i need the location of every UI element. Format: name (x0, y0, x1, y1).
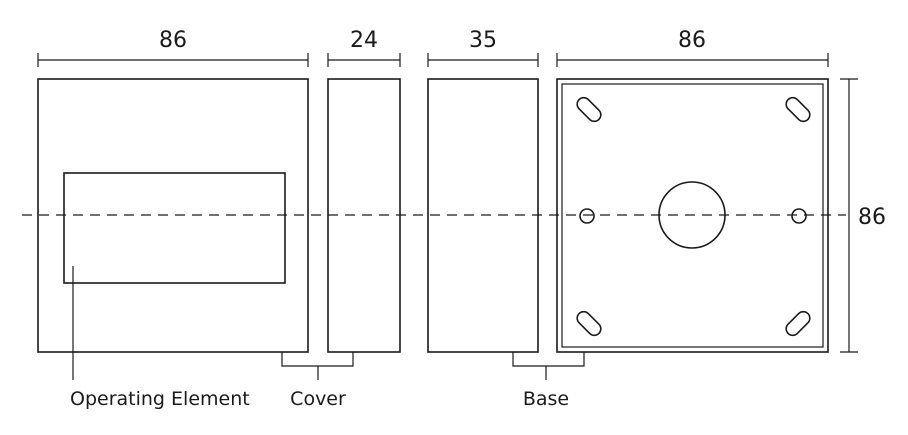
dim-label-base-depth: 35 (469, 28, 497, 53)
cover-front-view (37, 78, 309, 353)
mounting-hole-left (579, 208, 595, 224)
callout-operating-element: Operating Element (70, 266, 250, 410)
label-operating-element: Operating Element (70, 388, 250, 410)
slot-bottom-right (785, 310, 811, 337)
label-cover: Cover (290, 388, 346, 410)
dim-label-cover-width: 86 (159, 28, 187, 53)
slot-top-right (785, 96, 811, 123)
callout-cover: Cover (281, 352, 354, 410)
callout-base: Base (512, 352, 585, 410)
cover-outline (37, 78, 309, 353)
dimension-height: 86 (840, 78, 886, 353)
mounting-hole-right (791, 208, 807, 224)
dim-label-base-width: 86 (678, 28, 706, 53)
dimension-base-width: 86 (556, 28, 829, 67)
dimension-cover-depth: 24 (327, 28, 401, 67)
label-base: Base (523, 388, 569, 410)
operating-element-window (63, 172, 286, 284)
dimension-base-depth: 35 (427, 28, 539, 67)
dim-label-height: 86 (858, 205, 886, 230)
dimension-cover-width: 86 (37, 28, 309, 67)
slot-bottom-left (576, 310, 602, 337)
dim-label-cover-depth: 24 (350, 28, 378, 53)
slot-top-left (576, 96, 602, 123)
